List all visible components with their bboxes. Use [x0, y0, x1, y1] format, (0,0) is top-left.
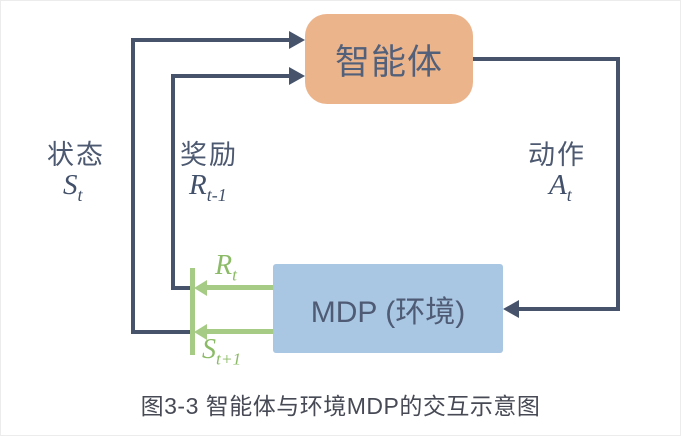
action-arrow-vertical-segment	[616, 57, 620, 311]
action-label: 动作	[528, 140, 586, 170]
state-symbol: St	[63, 169, 83, 205]
env-next-state-symbol: St+1	[202, 334, 242, 369]
env-reward-arrow-head	[194, 280, 207, 296]
state-label: 状态	[47, 140, 105, 170]
reward-arrow-bottom-segment	[171, 286, 192, 290]
env-next-state-arrow-head	[194, 324, 207, 340]
environment-node-label: MDP (环境)	[310, 295, 466, 329]
agent-node-label: 智能体	[334, 42, 443, 82]
env-reward-arrow-line	[206, 285, 273, 290]
reward-arrow-top-segment	[171, 74, 291, 78]
action-arrow-head	[503, 300, 519, 318]
action-symbol: At	[549, 169, 572, 205]
env-next-state-arrow-line	[206, 329, 273, 334]
figure-caption: 图3-3 智能体与环境MDP的交互示意图	[140, 393, 541, 419]
state-arrow-head	[289, 31, 305, 49]
action-arrow-bottom-segment	[517, 307, 620, 311]
env-reward-symbol: Rt	[215, 250, 237, 285]
action-arrow-top-segment	[473, 57, 620, 61]
reward-symbol: Rt-1	[189, 169, 227, 205]
state-arrow-top-segment	[131, 38, 291, 42]
reward-arrow-head	[289, 67, 305, 85]
state-arrow-bottom-segment	[131, 330, 192, 334]
env-output-junction-bar	[190, 268, 195, 355]
agent-node: 智能体	[305, 14, 473, 104]
environment-node: MDP (环境)	[273, 264, 503, 353]
reward-arrow-vertical-segment	[171, 74, 175, 290]
state-arrow-vertical-segment	[131, 38, 135, 334]
reward-label: 奖励	[180, 140, 238, 170]
